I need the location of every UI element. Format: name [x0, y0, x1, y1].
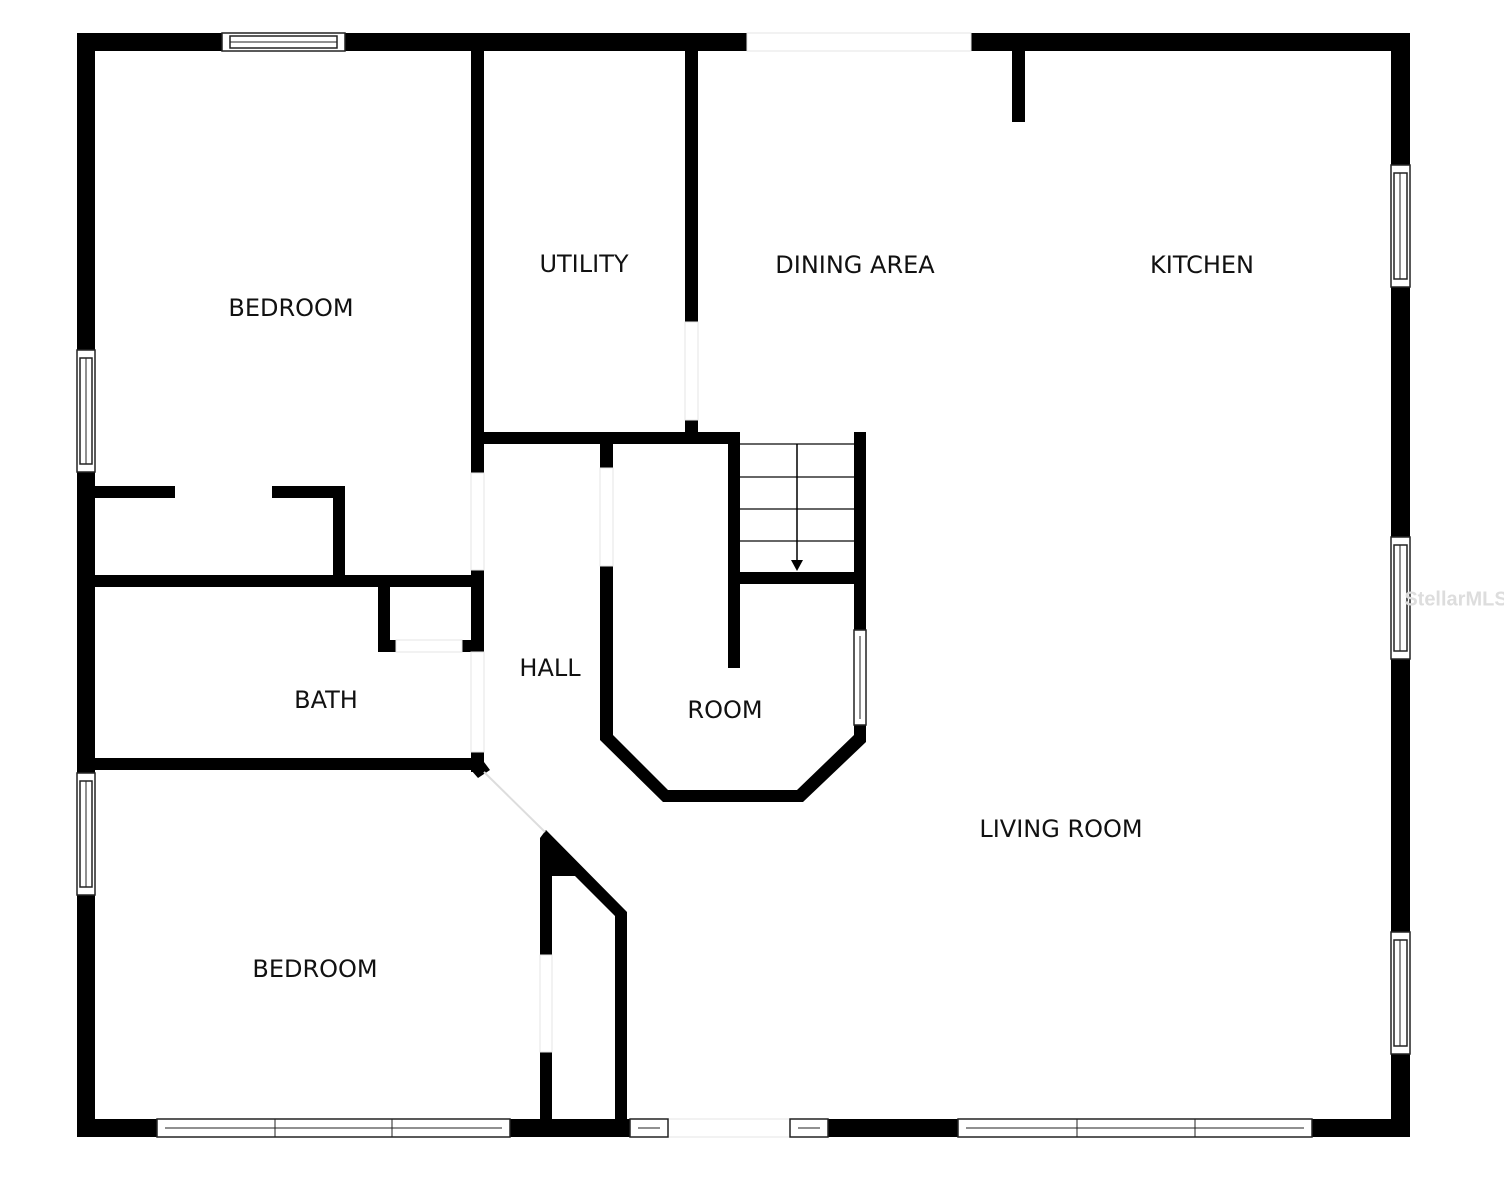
bedroom-door[interactable]: [470, 472, 485, 571]
room-labels: BEDROOM UTILITY DINING AREA KITCHEN HALL…: [228, 250, 1254, 983]
bedroom-diagonal-door[interactable]: [483, 771, 546, 833]
room-label-bath: BATH: [294, 686, 358, 714]
room-label-kitchen: KITCHEN: [1150, 251, 1254, 279]
front-door[interactable]: [667, 1118, 791, 1138]
room-label-hall: HALL: [519, 654, 581, 682]
room-label-dining-area: DINING AREA: [775, 251, 935, 279]
windows: [76, 32, 1411, 1138]
room-label-room: ROOM: [687, 696, 762, 724]
top-door-opening[interactable]: [746, 32, 972, 52]
watermark: StellarMLS: [1404, 588, 1504, 610]
stairs: [740, 443, 854, 571]
room-label-bedroom-2: BEDROOM: [252, 955, 377, 983]
doors: [395, 32, 972, 1138]
bath-door[interactable]: [470, 651, 485, 753]
room-label-living-room: LIVING ROOM: [979, 815, 1142, 843]
room-door[interactable]: [599, 467, 614, 567]
room-label-bedroom: BEDROOM: [228, 294, 353, 322]
bath-closet-door[interactable]: [395, 639, 463, 653]
closet-door[interactable]: [539, 954, 553, 1053]
room-label-utility: UTILITY: [539, 250, 628, 278]
utility-door[interactable]: [684, 321, 699, 421]
